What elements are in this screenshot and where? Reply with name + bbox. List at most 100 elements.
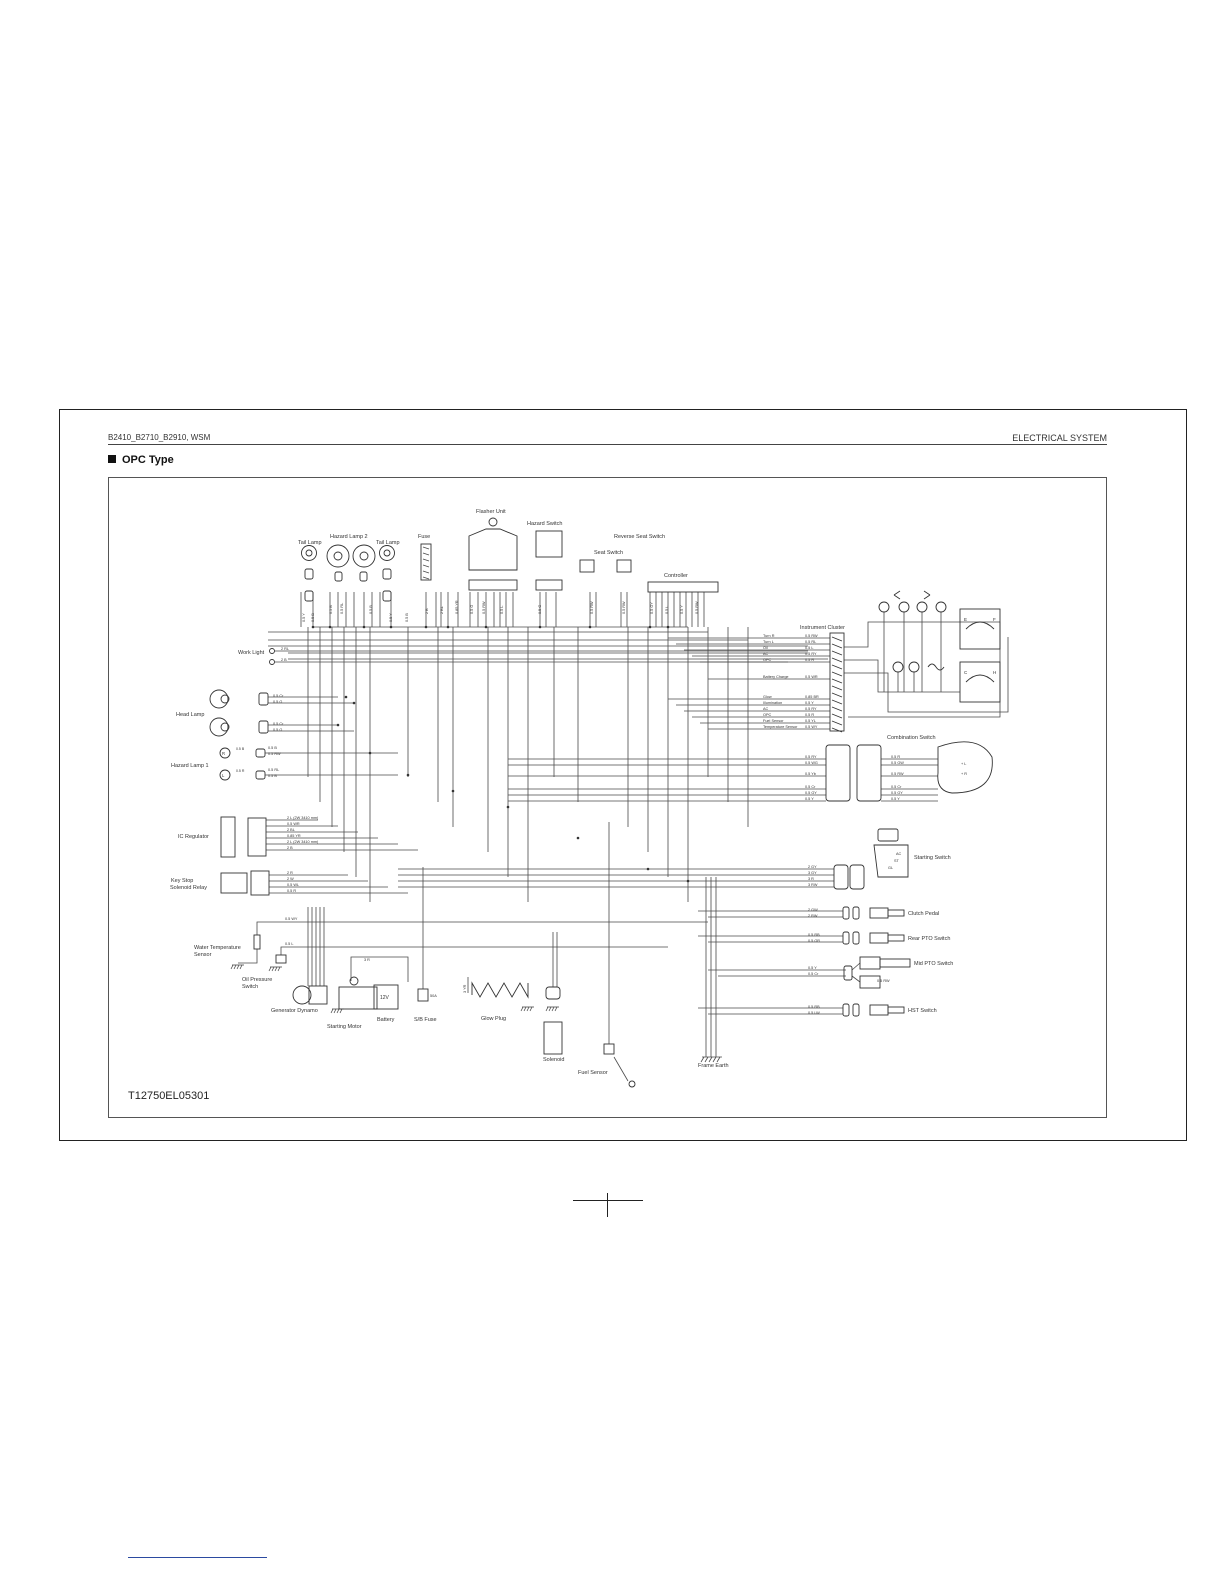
cluster-signal-label: Fuel Sensor xyxy=(763,719,784,723)
tail-lamp-left-label: Tail Lamp xyxy=(298,540,322,546)
wire-code: 0.5 RW xyxy=(877,979,890,983)
tail-lamp-right-shape xyxy=(379,545,395,561)
cluster-pin xyxy=(831,643,843,649)
wire-code: 0.5 L xyxy=(500,606,504,614)
clutch-pedal-plunger xyxy=(887,909,905,917)
key-stop-label-1: Key Stop xyxy=(171,878,193,884)
wire-code: 0.5 Y xyxy=(389,613,393,622)
indicator-lamp-shape xyxy=(892,661,904,673)
cluster-pin xyxy=(831,636,843,642)
sb-fuse-shape xyxy=(417,988,429,1002)
square-bullet-icon xyxy=(108,455,116,463)
tail-lamp-left-connector xyxy=(304,568,314,580)
junction-dot xyxy=(686,879,690,883)
key-stop-relay-body xyxy=(220,872,248,894)
wire-code: 0.5 L xyxy=(665,606,669,614)
wire-code: 0.5 B xyxy=(369,605,373,614)
junction-dot xyxy=(352,701,356,705)
wire-code: 3 YR xyxy=(463,984,467,993)
wire-code: 0.5 WR xyxy=(287,822,300,826)
mid-pto-wire xyxy=(851,975,861,983)
wire-code: 0.5 B xyxy=(311,613,315,622)
rear-pto-switch-connector-b xyxy=(852,931,860,945)
wire-code: 0.5 Cr xyxy=(808,972,819,976)
junction-dot xyxy=(576,836,580,840)
mid-pto-switch-upper-plunger xyxy=(879,958,911,968)
ground-hatch xyxy=(330,1008,334,1014)
junction-dots xyxy=(311,625,690,883)
cluster-pin xyxy=(831,671,843,677)
battery-label: Battery xyxy=(377,1017,395,1023)
hst-switch-label: HST Switch xyxy=(908,1008,937,1014)
rear-pto-switch-label: Rear PTO Switch xyxy=(908,936,950,942)
gauge-letter: E xyxy=(964,617,967,622)
frame-earth-label: Frame Earth xyxy=(698,1063,729,1069)
wire-code: 0.5 Y xyxy=(680,605,684,614)
cluster-signal-label: OPC xyxy=(763,658,771,662)
hazard-switch-label: Hazard Switch xyxy=(527,521,562,527)
junction-dot xyxy=(336,723,340,727)
wire-code: 0.5 RW xyxy=(590,601,594,614)
combination-switch-body xyxy=(937,741,993,794)
cluster-pin xyxy=(831,650,843,656)
work-light-terminal xyxy=(269,659,275,665)
ic-regulator-label: IC Regulator xyxy=(178,834,209,840)
seat-switch-label: Seat Switch xyxy=(594,550,623,556)
hazard-lamp-1-upper xyxy=(219,747,231,759)
lamp-letter: + R xyxy=(961,772,967,776)
turn-left-arrow-icon xyxy=(893,590,901,600)
tail-lamp-left-shape xyxy=(301,545,317,561)
wire-code: 0.5 RL xyxy=(340,603,344,614)
fuel-sensor-label: Fuel Sensor xyxy=(578,1070,608,1076)
ground-hatch xyxy=(333,1008,337,1014)
glow-plug-shape xyxy=(471,981,529,999)
cluster-pin xyxy=(831,706,843,712)
combination-switch-connector-b xyxy=(856,744,882,802)
instrument-cluster-label: Instrument Cluster xyxy=(800,625,845,631)
solenoid-connector xyxy=(545,986,561,1000)
generator-dynamo-body xyxy=(308,985,328,1005)
wire-code: 0.5 RY xyxy=(805,755,817,759)
cluster-signal-label: Turn R xyxy=(763,634,775,638)
junction-dot xyxy=(588,625,592,629)
hazard-lamp-2-left-inner xyxy=(333,551,343,561)
wire-code: 2 B xyxy=(281,658,287,662)
cluster-pin xyxy=(831,727,843,733)
junction-dot xyxy=(424,625,428,629)
wire-code: 0.5 Y xyxy=(808,966,817,970)
mid-pto-switch-lower-body xyxy=(859,975,881,989)
header-rule xyxy=(108,444,1107,445)
cluster-signal-label: Temperature Sensor xyxy=(763,725,798,729)
wire-code: 2 BL xyxy=(287,828,295,832)
combination-switch-label: Combination Switch xyxy=(887,735,936,741)
cluster-pin xyxy=(831,685,843,691)
frame-earth-hatch xyxy=(708,1056,713,1063)
frame-earth-hatch xyxy=(704,1056,709,1063)
fuel-gauge-shape xyxy=(959,608,1001,650)
lamp-letter: R xyxy=(222,751,225,756)
wire-code: 2 RL xyxy=(281,647,289,651)
cluster-signal-label: Battery Charge xyxy=(763,675,789,679)
wire-code: 0.5 RW xyxy=(268,752,281,756)
section-title-text: OPC Type xyxy=(122,454,174,466)
ground-hatch xyxy=(268,966,272,972)
cluster-wire-code: 0.5 RY xyxy=(805,707,817,711)
fuel-sensor-float xyxy=(628,1080,636,1088)
wire-code: 0.85 YR xyxy=(287,834,301,838)
figure-code: T12750EL05301 xyxy=(128,1090,210,1102)
junction-dot xyxy=(328,625,332,629)
cluster-wire-code: 0.85 BR xyxy=(805,695,819,699)
junction-dot xyxy=(406,773,410,777)
reverse-seat-switch-label: Reverse Seat Switch xyxy=(614,534,665,540)
cluster-pin xyxy=(831,678,843,684)
head-lamp-upper-inner xyxy=(220,694,230,704)
header-model: B2410_B2710_B2910, WSM xyxy=(108,433,211,442)
fuel-sensor-connector xyxy=(603,1043,615,1055)
wire-code: 3 R xyxy=(364,958,370,962)
head-lamp-upper-shape xyxy=(209,689,229,709)
cluster-wire-code: 0.5 RW xyxy=(805,634,818,638)
ground-hatch xyxy=(271,966,275,972)
cluster-signal-label: AC xyxy=(763,652,769,656)
